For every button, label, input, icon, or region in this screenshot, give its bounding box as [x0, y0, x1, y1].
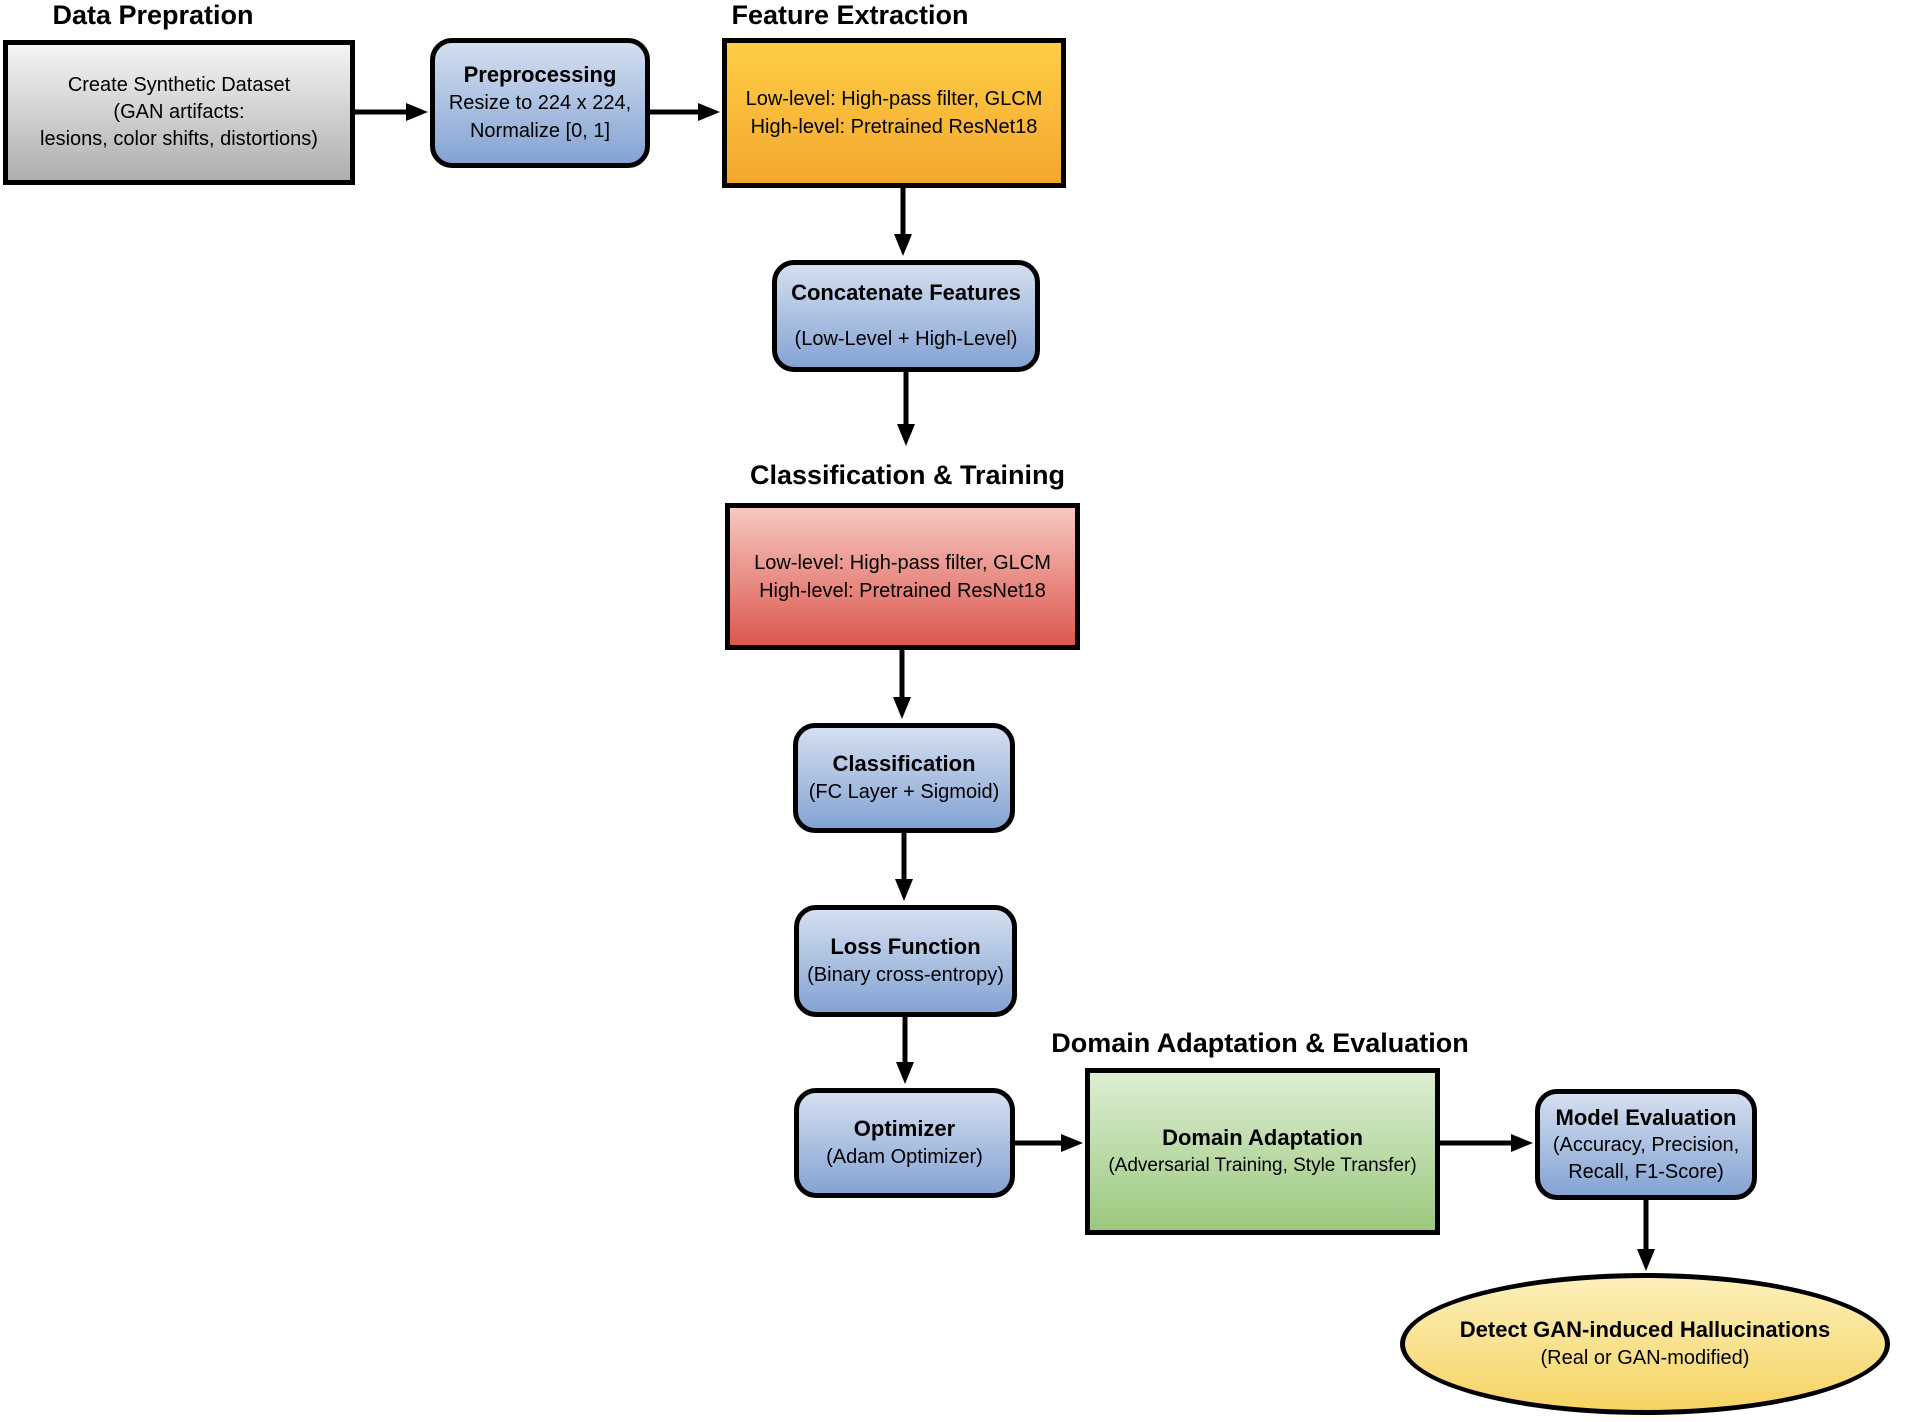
node-line: (GAN artifacts:: [113, 101, 245, 123]
section-header-domain-adaptation-evaluation: Domain Adaptation & Evaluation: [1051, 1028, 1469, 1058]
node-subtitle: (Adam Optimizer): [826, 1146, 983, 1168]
node-line: Resize to 224 x 224,: [448, 92, 632, 114]
node-preprocessing: Preprocessing Resize to 224 x 224, Norma…: [430, 38, 650, 168]
node-concatenate-features: Concatenate Features (Low-Level + High-L…: [772, 260, 1040, 372]
node-line: Normalize [0, 1]: [469, 120, 611, 142]
arrow-optimizer-to-domain-adaptation: [1015, 1134, 1083, 1152]
node-line: lesions, color shifts, distortions): [40, 128, 318, 150]
node-optimizer: Optimizer (Adam Optimizer): [794, 1088, 1015, 1198]
arrow-dataset-to-preprocessing: [355, 103, 428, 121]
node-classification-training: Low-level: High-pass filter, GLCM High-l…: [725, 503, 1080, 650]
node-subtitle: (FC Layer + Sigmoid): [808, 781, 1000, 803]
section-header-classification-training: Classification & Training: [749, 460, 1066, 490]
arrow-concatenate-to-classification-training: [897, 372, 915, 446]
node-classification: Classification (FC Layer + Sigmoid): [793, 723, 1015, 833]
arrow-model-evaluation-to-detect: [1637, 1200, 1655, 1271]
node-domain-adaptation: Domain Adaptation (Adversarial Training,…: [1085, 1068, 1440, 1235]
node-line: (Accuracy, Precision,: [1552, 1133, 1740, 1156]
node-subtitle: (Binary cross-entropy): [807, 964, 1004, 986]
node-title: Classification: [832, 751, 976, 776]
node-detect-gan-hallucinations: Detect GAN-induced Hallucinations (Real …: [1400, 1273, 1890, 1415]
node-line: Create Synthetic Dataset: [67, 74, 291, 96]
node-loss-function: Loss Function (Binary cross-entropy): [794, 905, 1017, 1017]
node-line: High-level: Pretrained ResNet18: [750, 116, 1038, 138]
node-subtitle: (Real or GAN-modified): [1540, 1347, 1750, 1369]
arrow-classification-to-loss: [895, 833, 913, 901]
node-feature-extraction: Low-level: High-pass filter, GLCM High-l…: [722, 38, 1066, 188]
node-subtitle: (Low-Level + High-Level): [794, 328, 1018, 350]
arrow-preprocessing-to-feature-extraction: [650, 103, 720, 121]
node-title: Detect GAN-induced Hallucinations: [1459, 1317, 1831, 1342]
node-title: Optimizer: [853, 1116, 956, 1141]
arrow-loss-to-optimizer: [896, 1017, 914, 1084]
section-header-feature-extraction: Feature Extraction: [731, 0, 969, 30]
node-create-synthetic-dataset: Create Synthetic Dataset (GAN artifacts:…: [3, 40, 355, 185]
node-title: Concatenate Features: [791, 280, 1021, 305]
section-header-data-preparation: Data Prepration: [52, 0, 254, 30]
node-title: Domain Adaptation: [1162, 1124, 1363, 1150]
node-title: Loss Function: [830, 934, 981, 959]
node-line: Recall, F1-Score): [1568, 1160, 1724, 1183]
arrow-feature-extraction-to-concatenate: [894, 188, 912, 256]
arrow-training-to-classification: [893, 650, 911, 719]
node-title: Model Evaluation: [1555, 1104, 1737, 1130]
node-line: High-level: Pretrained ResNet18: [759, 579, 1046, 602]
node-subtitle: (Adversarial Training, Style Transfer): [1108, 1154, 1417, 1176]
node-title: Preprocessing: [463, 62, 617, 87]
node-model-evaluation: Model Evaluation (Accuracy, Precision, R…: [1535, 1089, 1757, 1200]
node-line: Low-level: High-pass filter, GLCM: [745, 88, 1043, 110]
node-line: Low-level: High-pass filter, GLCM: [754, 551, 1051, 574]
arrow-domain-adaptation-to-model-evaluation: [1440, 1134, 1533, 1152]
